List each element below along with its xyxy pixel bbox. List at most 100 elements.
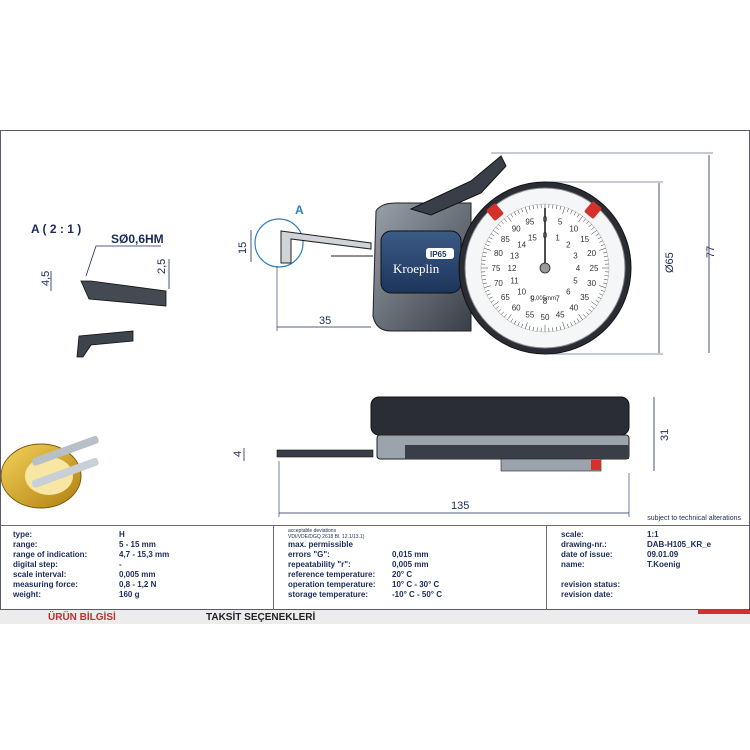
deviation-header: acceptable deviations VDI/VDE/DGQ 2618 B… [288,528,365,540]
dial-outer-number: 50 [541,313,550,322]
dial-tick [570,322,573,327]
dial-tick [588,308,592,312]
dial-inner-number: 10 [517,287,526,296]
dial-tick [585,311,589,315]
dial-inner-number: 8 [543,297,548,306]
spec-label: weight: [13,590,41,599]
spec-label: range of indication: [13,550,88,559]
dial-outer-number: 85 [501,235,510,244]
dial-inner-number: 14 [517,241,526,250]
dial-tick [590,230,597,235]
dial-outer-number: 5 [558,217,563,226]
dial-tick [517,322,520,327]
spec-value: 0,8 - 1,2 N [119,580,157,589]
dial-ticks [481,204,609,332]
dial-outer-numbers: 05101520253035404550556065707580859095 [492,215,599,322]
dial-tick [597,236,602,240]
detail-title: A ( 2 : 1 ) [31,222,81,236]
spec-value: T.Koenig [647,560,681,569]
release-lever[interactable] [409,155,507,216]
dial-outer-number: 30 [587,279,596,288]
dial-tick [600,244,605,247]
dial-outer-number: 60 [512,304,521,313]
dial-tick [532,326,535,331]
spec-label: storage temperature: [288,590,369,599]
dial-rim-side [500,458,602,472]
dim-total-label: 77 [705,246,717,258]
tab-installment-options[interactable]: TAKSİT SEÇENEKLERİ [206,612,316,623]
dim-reach-label: 35 [319,315,331,327]
dial-tick [481,275,486,277]
spec-label: revision date: [561,590,614,599]
dial-tick [562,322,566,329]
front-view: A Kroeplin IP65 051015202530354045505560… [237,152,717,355]
dial-tick [521,323,524,328]
dial-tick [524,322,528,329]
dim-height-side-label: 31 [659,429,671,441]
dial-inner-number: 9 [530,294,535,303]
jaw-3d-illustration [1,435,99,509]
spec-label: repeatability "r": [288,560,351,569]
dial-unit: 0,005mm [531,296,556,302]
dial-tick [507,216,512,223]
spec-value: 1:1 [647,530,659,539]
dial-tick [488,296,493,300]
dial-tick [578,216,583,223]
tab-product-info[interactable]: ÜRÜN BİLGİSİ [48,612,116,623]
spec-value: 0,015 mm [392,550,429,559]
spec-label: operation temperature: [288,580,376,589]
dial-inner-number: 3 [573,251,578,260]
spec-value: H [119,530,125,539]
dial-tick [604,275,609,277]
spec-value: -10° C - 50° C [392,590,442,599]
tolerance-marker-left[interactable] [486,203,504,221]
dial-tick [493,230,500,235]
detail-a: A ( 2 : 1 ) SØ0,6HM 4,5 2,5 [31,222,170,358]
dial-outer-number: 35 [580,293,589,302]
dial-tick [590,301,597,306]
tolerance-marker-right[interactable] [584,201,602,219]
dial-tick [528,326,531,331]
dial-tick [591,227,595,230]
dial-tick [600,289,605,292]
dial-tick [604,259,609,261]
spec-value: 5 - 15 mm [119,540,156,549]
dial-inner-number: 2 [566,241,571,250]
dial-inner-number: 12 [508,264,517,273]
dial-outer-number: 90 [512,224,521,233]
detail-marker-circle [254,218,304,268]
dial-tick [490,299,495,303]
dial-tick [501,311,505,315]
dial-tick [566,323,569,328]
dim-length-label: 135 [451,500,469,512]
dial-inner-number: 15 [528,234,537,243]
spec-label: reference temperature: [288,570,376,579]
dial-tick [603,278,608,281]
dial-outer-number: 65 [501,293,510,302]
dial-inner-number: 13 [510,251,519,260]
dial-outer-number: 40 [569,304,578,313]
dial-tick [513,211,517,216]
dial-tick [495,227,499,230]
spec-value: 20° C [392,570,413,579]
dial-tick [498,224,502,228]
dial-tick [536,327,538,332]
dial-tick [532,205,535,210]
dial-outer-number: 25 [590,264,599,273]
dial-tick [552,327,554,332]
dim-thickness-label: 4 [232,451,244,457]
dial-tick [498,308,502,312]
dial-inner-number: 6 [566,287,571,296]
spec-label: digital step: [13,560,58,569]
dial-tick [524,207,528,214]
dial-tick [536,204,538,209]
accent-bar [698,610,750,614]
dial-tick [583,314,586,318]
dial-tick [485,244,490,247]
dial-inner-number: 1 [555,234,560,243]
dial-tick [603,251,608,254]
spec-value: 4,7 - 15,3 mm [119,550,170,559]
dial-tick [603,282,608,285]
dial-tick [566,208,569,213]
